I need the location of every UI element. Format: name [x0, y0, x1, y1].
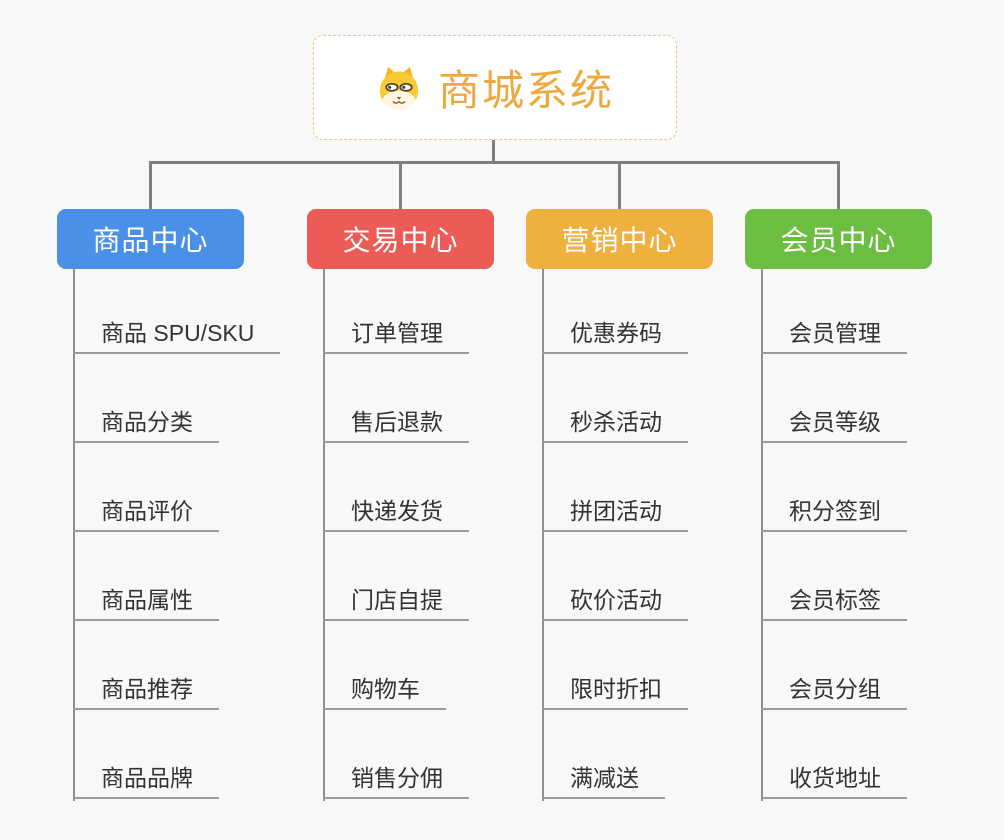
connector-branch-drop [618, 161, 621, 209]
root-node[interactable]: 商城系统 [313, 35, 677, 140]
leaf-item[interactable]: 会员等级 [761, 403, 907, 443]
connector-child-trunk [761, 269, 763, 801]
branch-node-3[interactable]: 营销中心 [526, 209, 713, 269]
leaf-item[interactable]: 销售分佣 [323, 759, 469, 799]
leaf-item[interactable]: 售后退款 [323, 403, 469, 443]
branch-node-1[interactable]: 商品中心 [57, 209, 244, 269]
connector-child-trunk [73, 269, 75, 801]
connector-top-trunk [149, 161, 840, 164]
leaf-item[interactable]: 商品评价 [73, 492, 219, 532]
leaf-item[interactable]: 商品品牌 [73, 759, 219, 799]
leaf-item[interactable]: 拼团活动 [542, 492, 688, 532]
leaf-item[interactable]: 积分签到 [761, 492, 907, 532]
leaf-item[interactable]: 满减送 [542, 759, 665, 799]
leaf-item[interactable]: 订单管理 [323, 314, 469, 354]
leaf-item[interactable]: 商品 SPU/SKU [73, 314, 281, 354]
leaf-item[interactable]: 商品属性 [73, 581, 219, 621]
branch-node-2[interactable]: 交易中心 [307, 209, 494, 269]
root-title: 商城系统 [437, 67, 614, 114]
connector-child-trunk [323, 269, 325, 801]
branch-node-4[interactable]: 会员中心 [745, 209, 932, 269]
leaf-item[interactable]: 会员标签 [761, 581, 907, 621]
leaf-item[interactable]: 商品分类 [73, 403, 219, 443]
leaf-item[interactable]: 砍价活动 [542, 581, 688, 621]
connector-branch-drop [399, 161, 402, 209]
connector-branch-drop [837, 161, 840, 209]
leaf-item[interactable]: 会员分组 [761, 670, 907, 710]
leaf-item[interactable]: 购物车 [323, 670, 446, 710]
connector-branch-drop [149, 161, 152, 209]
leaf-item[interactable]: 优惠券码 [542, 314, 688, 354]
leaf-item[interactable]: 限时折扣 [542, 670, 688, 710]
leaf-item[interactable]: 收货地址 [761, 759, 907, 799]
leaf-item[interactable]: 会员管理 [761, 314, 907, 354]
leaf-item[interactable]: 快递发货 [323, 492, 469, 532]
dog-face-icon [376, 65, 422, 111]
connector-root-drop [492, 140, 495, 164]
leaf-item[interactable]: 秒杀活动 [542, 403, 688, 443]
leaf-item[interactable]: 商品推荐 [73, 670, 219, 710]
leaf-item[interactable]: 门店自提 [323, 581, 469, 621]
connector-child-trunk [542, 269, 544, 801]
